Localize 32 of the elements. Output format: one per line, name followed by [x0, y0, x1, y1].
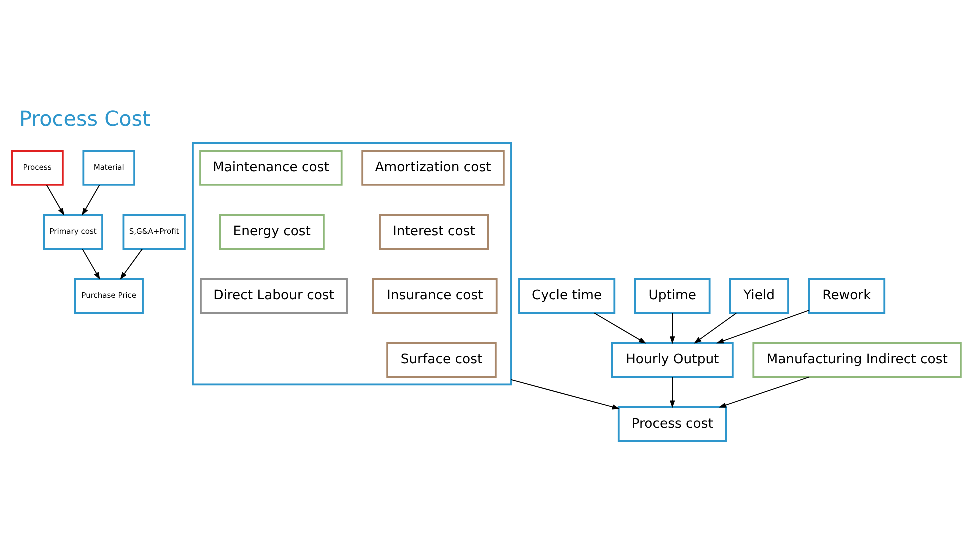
node-box: Material: [82, 150, 136, 186]
node-box: Surface cost: [386, 342, 497, 378]
arrow: [670, 312, 676, 344]
node-box: S,G&A+Profit: [122, 214, 186, 250]
arrow: [716, 310, 810, 344]
arrow: [670, 376, 676, 408]
node-box: Energy cost: [219, 214, 325, 250]
node-box: Rework: [808, 278, 886, 314]
arrow: [82, 184, 100, 216]
arrow: [594, 312, 647, 344]
node-box: Process cost: [618, 406, 728, 442]
arrow: [46, 184, 65, 216]
node-box: Amortization cost: [362, 150, 505, 186]
node-box: Maintenance cost: [200, 150, 343, 186]
node-box: Insurance cost: [372, 278, 498, 314]
node-box: Purchase Price: [74, 278, 144, 314]
arrow: [511, 378, 620, 410]
arrow: [694, 312, 737, 344]
cluster: [192, 142, 512, 386]
node-box: Hourly Output: [611, 342, 734, 378]
node-box: Uptime: [634, 278, 711, 314]
diagram-title: Process Cost: [19, 106, 151, 131]
node-box: Cycle time: [518, 278, 616, 314]
node-box: Primary cost: [43, 214, 104, 250]
node-box: Yield: [729, 278, 790, 314]
node-box: Direct Labour cost: [200, 278, 348, 314]
arrow: [718, 376, 810, 408]
arrow: [82, 248, 100, 280]
node-box: Manufacturing Indirect cost: [752, 342, 962, 378]
node-box: Interest cost: [379, 214, 490, 250]
node-box: Process: [11, 150, 64, 186]
arrow: [120, 248, 143, 280]
